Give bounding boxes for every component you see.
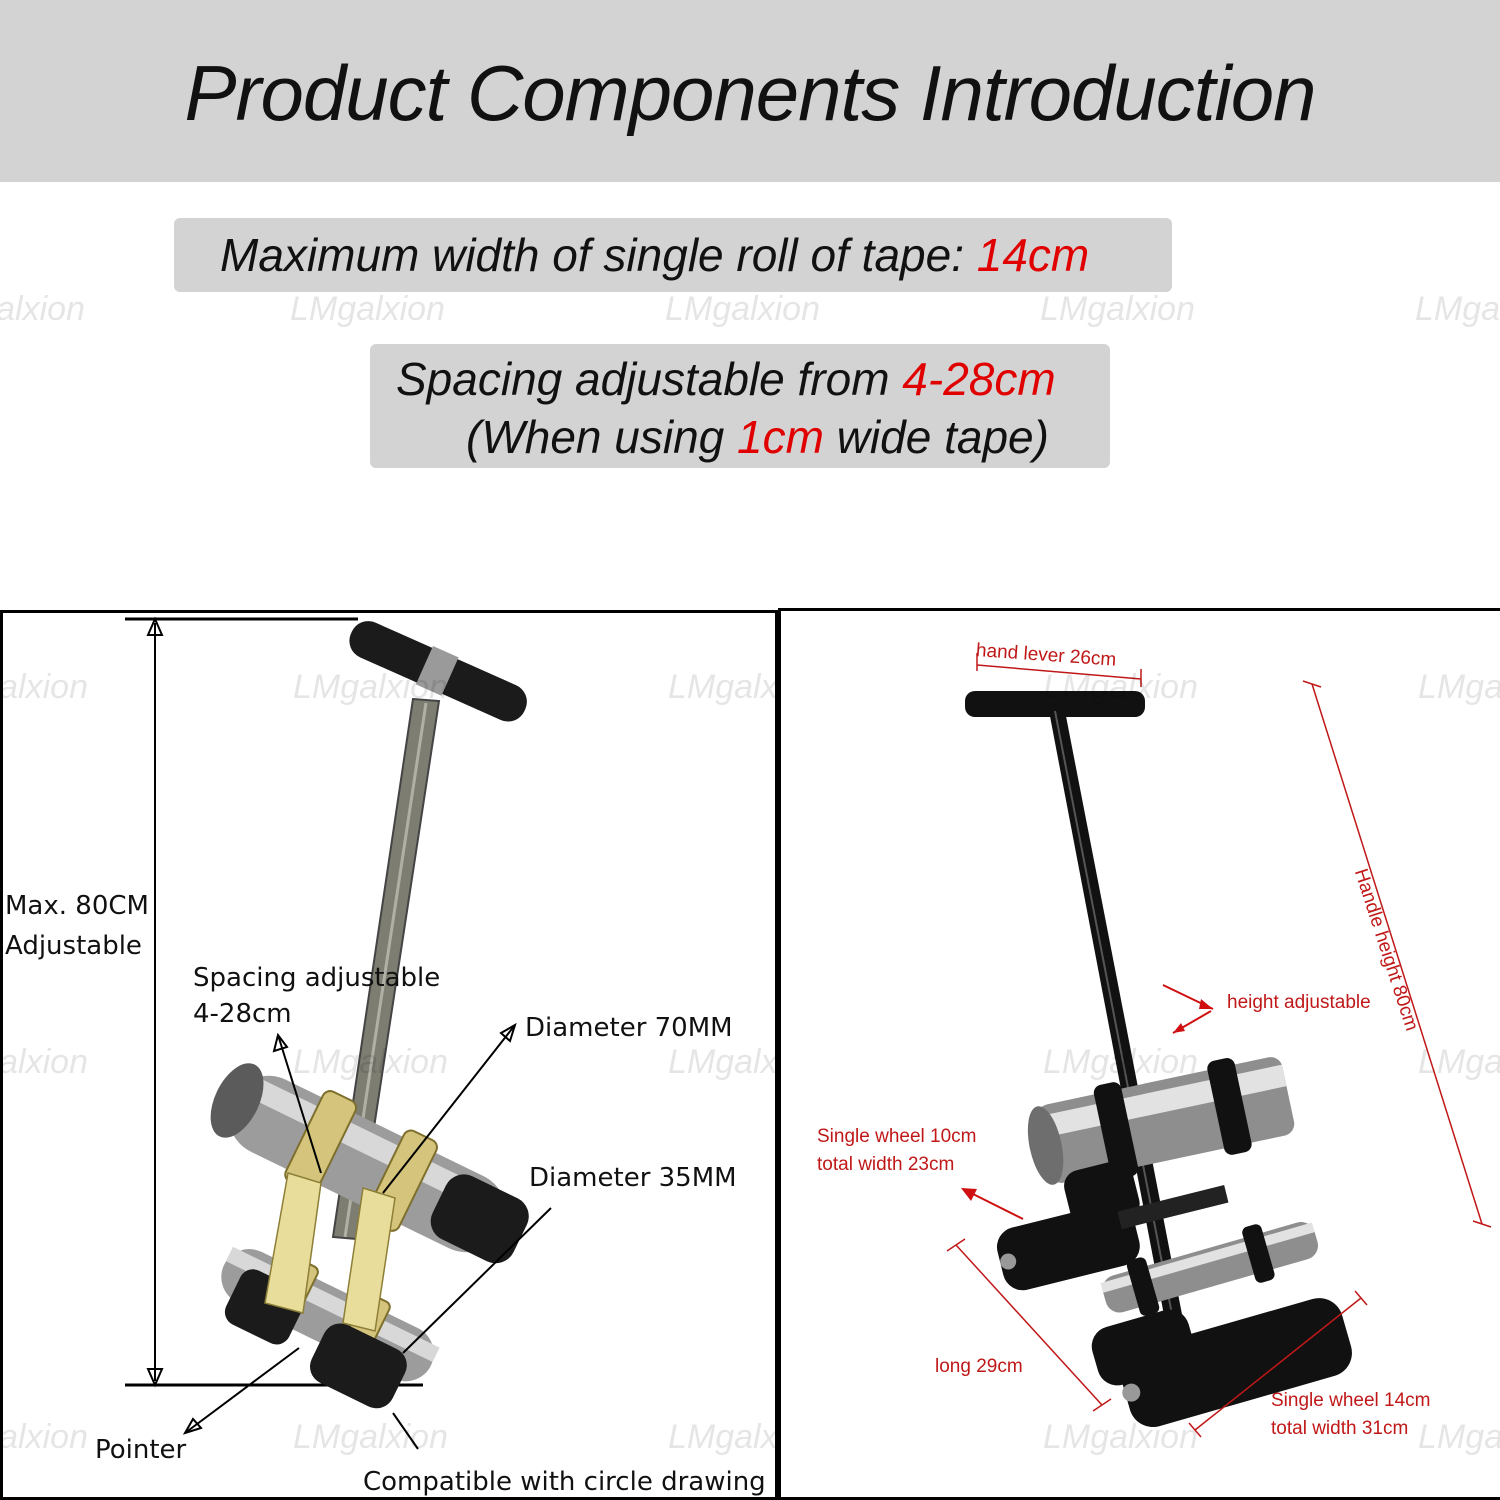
diameter-small-label: Diameter 35MM — [529, 1163, 737, 1193]
pointer-label: Pointer — [95, 1435, 187, 1465]
single-wheel-small-label: Single wheel 10cm — [817, 1126, 977, 1147]
diameter-large-label: Diameter 70MM — [525, 1013, 733, 1043]
watermark: LMgalxion — [1418, 1418, 1500, 1456]
max-width-callout: Maximum width of single roll of tape: 14… — [174, 218, 1172, 292]
watermark: LMgalxion — [0, 290, 85, 328]
circle-kit-label: Compatible with circle drawing kit — [363, 1467, 778, 1497]
watermark: LMgalxion — [293, 1043, 448, 1081]
watermark: LMgalxion — [293, 1418, 448, 1456]
page-title: Product Components Introduction — [184, 49, 1316, 137]
usage-line: (When using 1cm wide tape) — [466, 410, 1049, 464]
total-width-small-label: total width 23cm — [817, 1154, 955, 1175]
watermark: LMgalxion — [665, 290, 820, 328]
watermark: LMgalxion — [668, 668, 778, 706]
left-product-panel: LMgalxion LMgalxion LMgalxion LMgalxion … — [0, 610, 778, 1500]
spacing-label: Spacing adjustable — [193, 963, 441, 993]
watermark: LMgalxion — [1043, 1043, 1198, 1081]
watermark: LMgalxion — [1418, 1043, 1500, 1081]
right-product-panel: LMgalxion LMgalxion LMgalxion LMgalxion … — [778, 608, 1500, 1500]
long-label: long 29cm — [935, 1356, 1023, 1377]
watermark: LMgalxion — [668, 1043, 778, 1081]
right-product-illustration — [946, 653, 1492, 1438]
adjustable-label: Adjustable — [5, 931, 142, 961]
watermark: LMgalxion — [1415, 290, 1500, 328]
spacing-callout: Spacing adjustable from 4-28cm (When usi… — [370, 344, 1110, 468]
watermark: LMgalxion — [668, 1418, 778, 1456]
height-adjustable-label: height adjustable — [1227, 992, 1371, 1013]
height-label: Max. 80CM — [5, 891, 149, 921]
spacing-value: 4-28cm — [902, 353, 1056, 405]
watermark: LMgalxion — [1043, 668, 1198, 706]
watermark: LMgalxion — [1040, 290, 1195, 328]
spacing-range-label: 4-28cm — [193, 999, 292, 1029]
usage-value: 1cm — [737, 411, 824, 463]
single-wheel-large-label: Single wheel 14cm — [1271, 1390, 1431, 1411]
watermark: LMgalxion — [290, 290, 445, 328]
max-width-text: Maximum width of single roll of tape: — [220, 229, 977, 281]
usage-prefix: (When using — [466, 411, 738, 463]
watermark: LMgalxion — [293, 668, 448, 706]
max-width-value: 14cm — [976, 229, 1090, 281]
left-product-illustration — [125, 616, 552, 1450]
total-width-large-label: total width 31cm — [1271, 1418, 1409, 1439]
usage-suffix: wide tape) — [823, 411, 1049, 463]
spacing-text: Spacing adjustable from — [396, 353, 903, 405]
title-banner: Product Components Introduction — [0, 0, 1500, 182]
watermark: LMgalxion — [1043, 1418, 1198, 1456]
watermark: LMgalxion — [0, 1043, 88, 1081]
watermark: LMgalxion — [0, 1418, 88, 1456]
watermark: LMgalxion — [0, 668, 88, 706]
spacing-line: Spacing adjustable from 4-28cm — [396, 352, 1056, 406]
watermark: LMgalxion — [1418, 668, 1500, 706]
